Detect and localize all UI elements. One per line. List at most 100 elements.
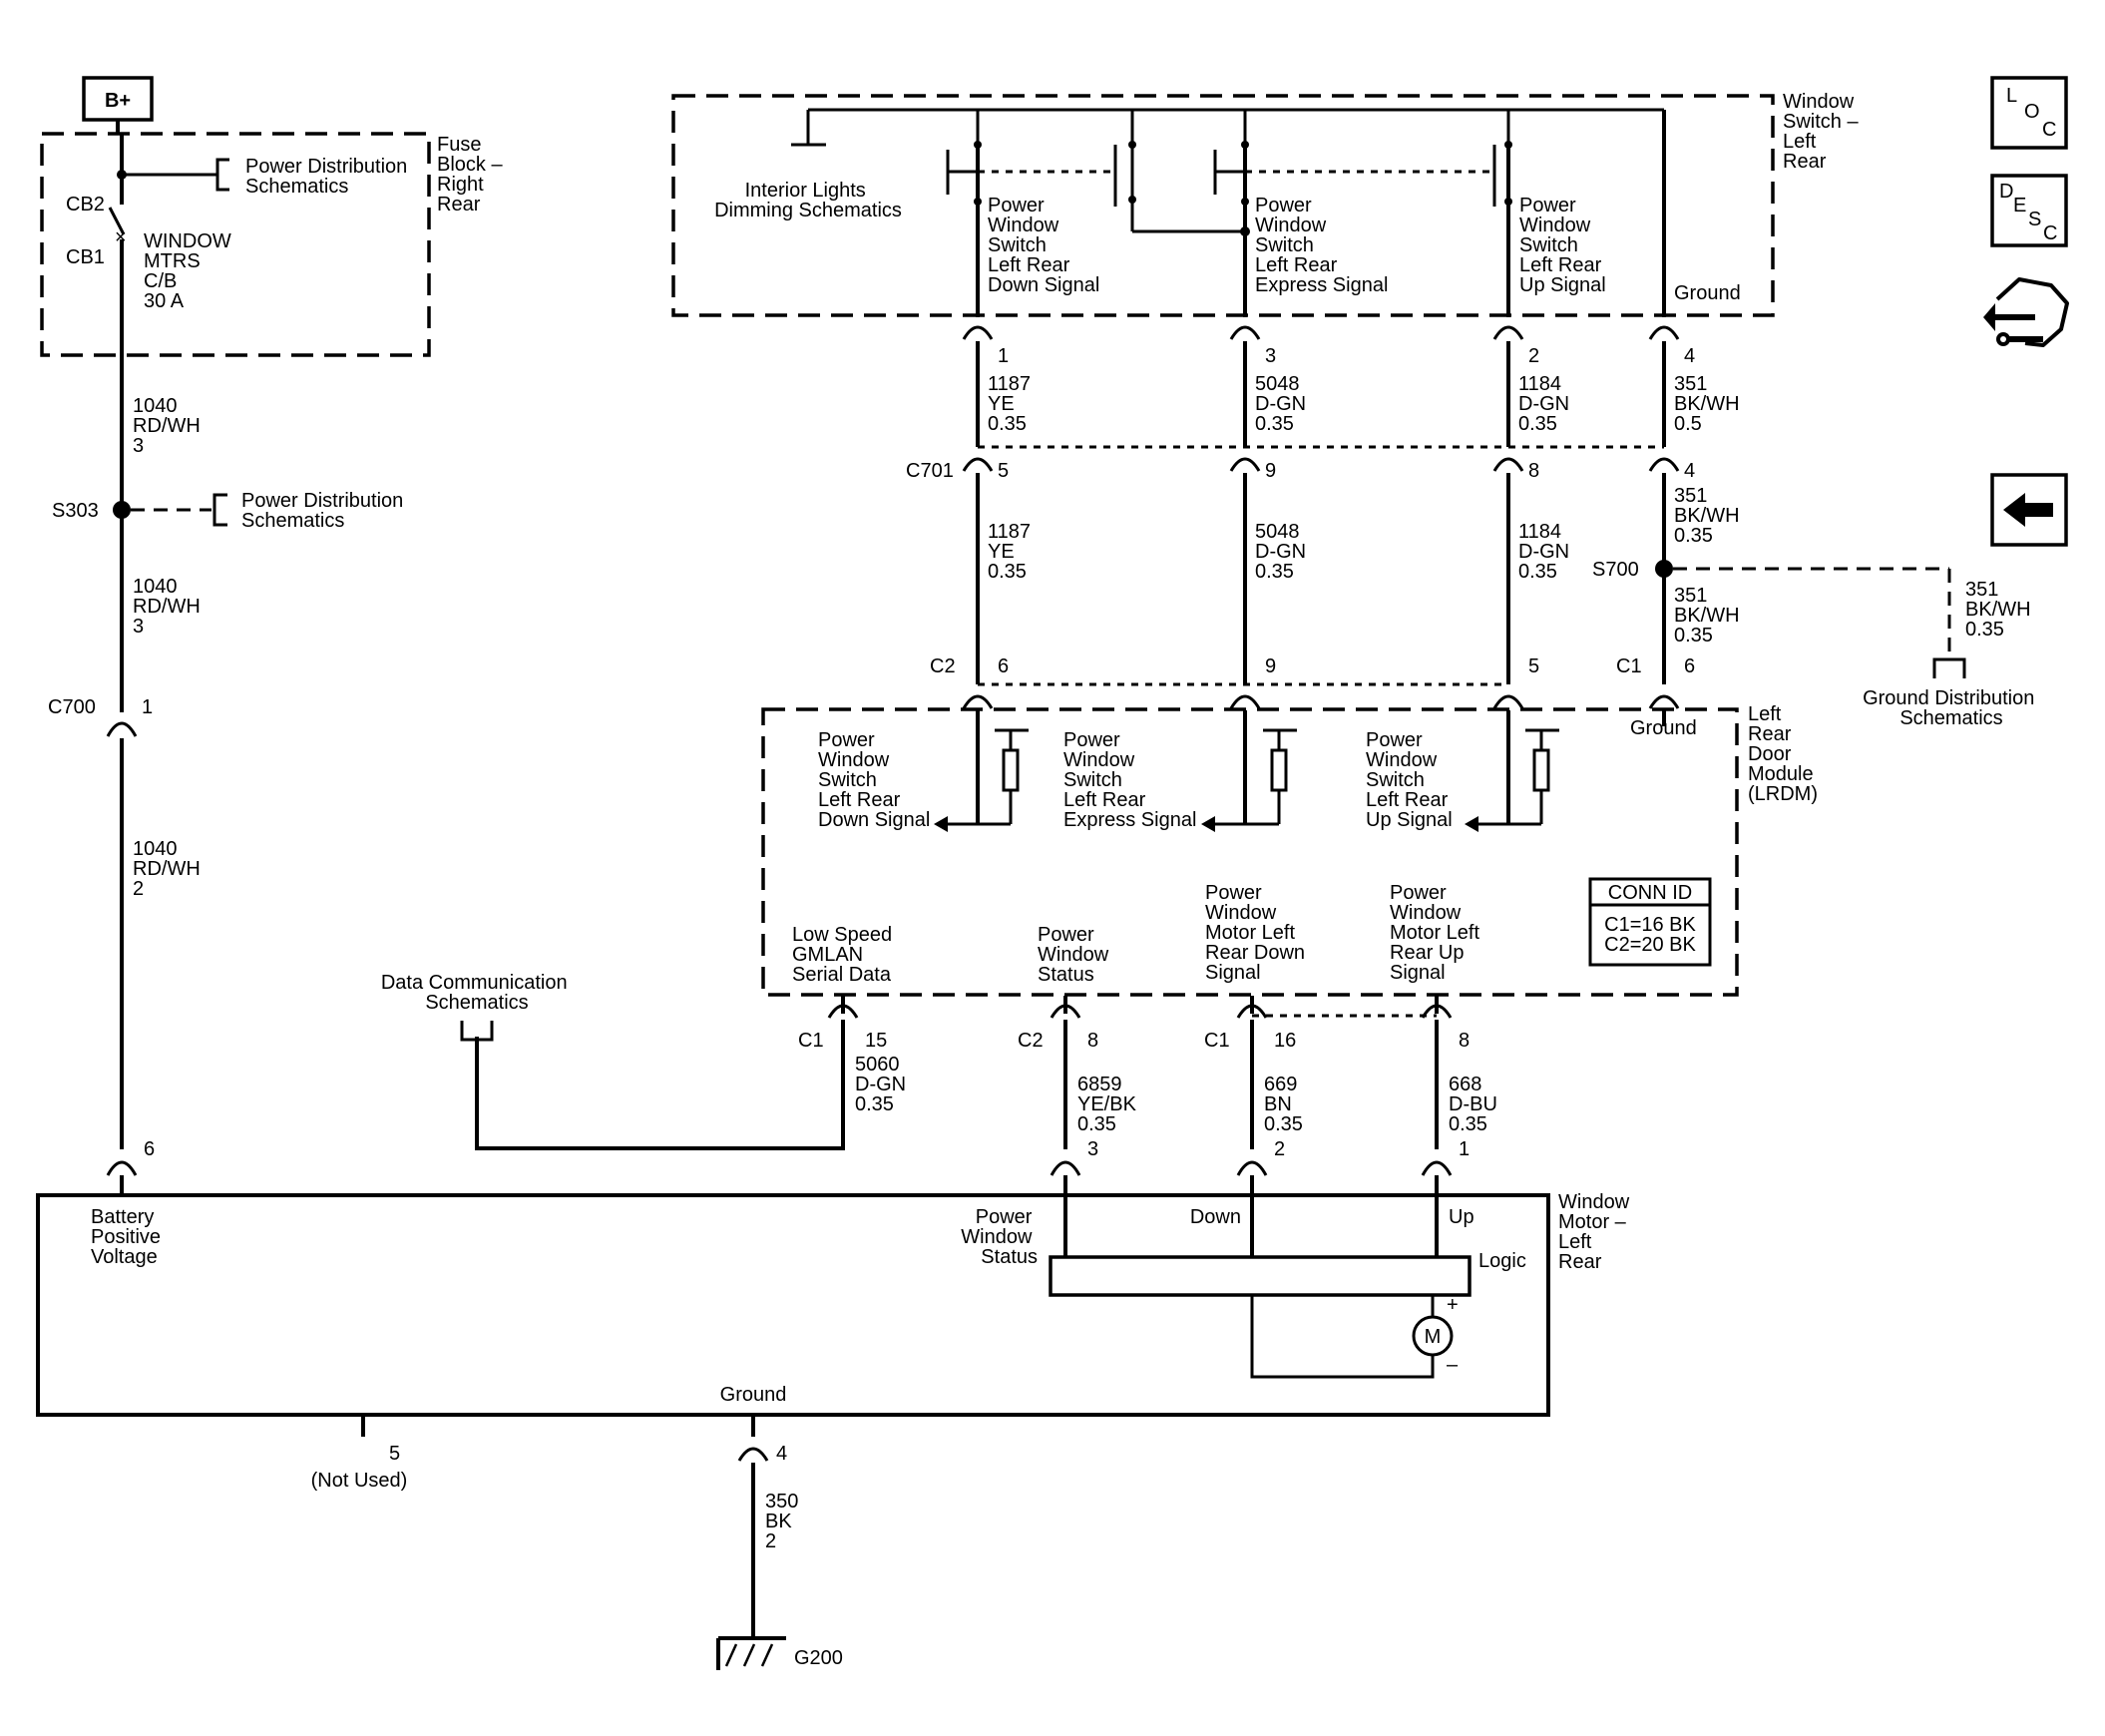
cb1-label: CB1 <box>66 246 105 268</box>
fuse-power-dist-label: Power Distribution Schematics <box>245 156 413 198</box>
conn-id-box: CONN ID C1=16 BK C2=20 BK <box>1588 877 1712 967</box>
motor-title: Window Motor – Left Rear <box>1558 1191 1635 1273</box>
c1-label: C1 <box>1616 655 1642 677</box>
wire-351-c: 351 BK/WH 0.35 <box>1674 585 1745 647</box>
feed-wire3-label: 1040 RD/WH 2 <box>133 838 206 900</box>
window-motor-outline <box>36 1193 1550 1417</box>
motor-up-label: Up <box>1449 1206 1474 1228</box>
breaker-label: WINDOW MTRS C/B 30 A <box>144 230 236 312</box>
svg-text:1: 1 <box>1459 1138 1470 1160</box>
svg-text:C2: C2 <box>1018 1030 1044 1052</box>
lrdm-express-label: Power Window Switch Left Rear Express Si… <box>1063 729 1196 831</box>
fuse-block-outline <box>40 132 431 357</box>
gmlan-wire <box>475 1020 845 1150</box>
tools-hand-icon[interactable] <box>1983 277 2069 347</box>
not-used-label: (Not Used) <box>311 1470 408 1492</box>
cb2-label: CB2 <box>66 194 105 216</box>
motor-status-label: Power Window Status <box>961 1206 1038 1268</box>
ground-g200-symbol <box>716 1636 786 1670</box>
svg-text:–: – <box>1447 1354 1459 1376</box>
switch-up-label: Power Window Switch Left Rear Up Signal <box>1519 195 1607 296</box>
svg-text:M: M <box>1425 1326 1442 1348</box>
feed-wire2-label: 1040 RD/WH 3 <box>133 576 206 638</box>
svg-text:3: 3 <box>1087 1138 1098 1160</box>
svg-text:C: C <box>2042 119 2056 141</box>
gmlan-wire-label: 5060 D-GN 0.35 <box>855 1054 912 1115</box>
c701-label: C701 <box>906 460 954 482</box>
wire-1187-b: 1187 YE 0.35 <box>988 521 1037 583</box>
svg-text:C2=20 BK: C2=20 BK <box>1604 934 1696 956</box>
svg-text:4: 4 <box>1684 345 1695 367</box>
svg-text:S: S <box>2028 209 2041 230</box>
lrdm-gmlan-label: Low Speed GMLAN Serial Data <box>792 924 898 986</box>
location-icon[interactable]: L O C <box>1990 76 2068 150</box>
wire-351-b: 351 BK/WH 0.35 <box>1674 485 1745 547</box>
not-used-pin: 5 <box>389 1443 400 1465</box>
ground-dist-wire: 351 BK/WH 0.35 <box>1965 579 2036 641</box>
wire-1184-a: 1184 D-GN 0.35 <box>1518 373 1575 435</box>
svg-text:5: 5 <box>998 460 1009 482</box>
splice-s303 <box>113 501 131 519</box>
svg-text:1: 1 <box>142 696 153 718</box>
svg-text:+: + <box>1447 1294 1459 1316</box>
s303-power-dist-label: Power Distribution Schematics <box>241 490 409 532</box>
connector-c700 <box>106 721 138 737</box>
svg-text:C1: C1 <box>798 1030 824 1052</box>
switch-title: Window Switch – Left Rear <box>1783 91 1864 173</box>
fuse-block-title: Fuse Block – Right Rear <box>437 134 508 216</box>
lrdm-up-input <box>1465 710 1559 832</box>
lrdm-up-label: Power Window Switch Left Rear Up Signal <box>1366 729 1454 831</box>
lrdm-motor-up-label: Power Window Motor Left Rear Up Signal <box>1390 882 1485 984</box>
svg-text:2: 2 <box>1528 345 1539 367</box>
switch-down-label: Power Window Switch Left Rear Down Signa… <box>988 195 1099 296</box>
motor-battery-label: Battery Positive Voltage <box>91 1206 167 1268</box>
svg-text:4: 4 <box>776 1443 787 1465</box>
svg-text:D: D <box>1999 181 2013 203</box>
svg-text:8: 8 <box>1459 1030 1470 1052</box>
svg-text:1: 1 <box>998 345 1009 367</box>
wire-1187-a: 1187 YE 0.35 <box>988 373 1037 435</box>
svg-text:CONN ID: CONN ID <box>1608 882 1692 904</box>
switch-express-label: Power Window Switch Left Rear Express Si… <box>1255 195 1388 296</box>
interior-lights-label: Interior Lights Dimming Schematics <box>714 180 902 221</box>
battery-label: B+ <box>105 90 131 112</box>
motor-logic-block <box>1049 1255 1472 1297</box>
switch-ground-label: Ground <box>1674 282 1741 304</box>
motor-symbol <box>1412 1315 1454 1357</box>
svg-text:6: 6 <box>998 655 1009 677</box>
circuit-breaker <box>108 207 126 235</box>
svg-text:8: 8 <box>1087 1030 1098 1052</box>
svg-text:C1=16 BK: C1=16 BK <box>1604 914 1696 936</box>
wire-1184-b: 1184 D-GN 0.35 <box>1518 521 1575 583</box>
lrdm-outline <box>761 707 1739 997</box>
s700-label: S700 <box>1592 559 1639 581</box>
wire-351-a: 351 BK/WH 0.5 <box>1674 373 1745 435</box>
status-wire-label: 6859 YE/BK 0.35 <box>1077 1074 1141 1135</box>
lrdm-ground-label: Ground <box>1630 717 1697 739</box>
svg-text:2: 2 <box>1274 1138 1285 1160</box>
svg-text:15: 15 <box>865 1030 887 1052</box>
g200-label: G200 <box>794 1647 843 1669</box>
svg-text:16: 16 <box>1274 1030 1296 1052</box>
wire-5048-a: 5048 D-GN 0.35 <box>1255 373 1312 435</box>
svg-text:3: 3 <box>1265 345 1276 367</box>
lrdm-status-label: Power Window Status <box>1038 924 1114 986</box>
description-icon[interactable]: D E S C <box>1990 174 2068 247</box>
lrdm-down-input <box>934 710 1029 832</box>
svg-text:5: 5 <box>1528 655 1539 677</box>
splice-s700 <box>1655 560 1673 578</box>
svg-text:8: 8 <box>1528 460 1539 482</box>
lrdm-motor-down-label: Power Window Motor Left Rear Down Signal <box>1205 882 1311 984</box>
svg-text:9: 9 <box>1265 460 1276 482</box>
c2-label: C2 <box>930 655 956 677</box>
ground-dist-label: Ground Distribution Schematics <box>1863 687 2040 729</box>
svg-text:9: 9 <box>1265 655 1276 677</box>
motor-ground-label: Ground <box>720 1384 787 1406</box>
lrdm-down-label: Power Window Switch Left Rear Down Signa… <box>818 729 930 831</box>
wire-5048-b: 5048 D-GN 0.35 <box>1255 521 1312 583</box>
motor-down-label: Down <box>1190 1206 1241 1228</box>
svg-text:C1: C1 <box>1204 1030 1230 1052</box>
up-wire-label: 668 D-BU 0.35 <box>1449 1074 1502 1135</box>
back-arrow-icon[interactable] <box>1990 473 2068 547</box>
